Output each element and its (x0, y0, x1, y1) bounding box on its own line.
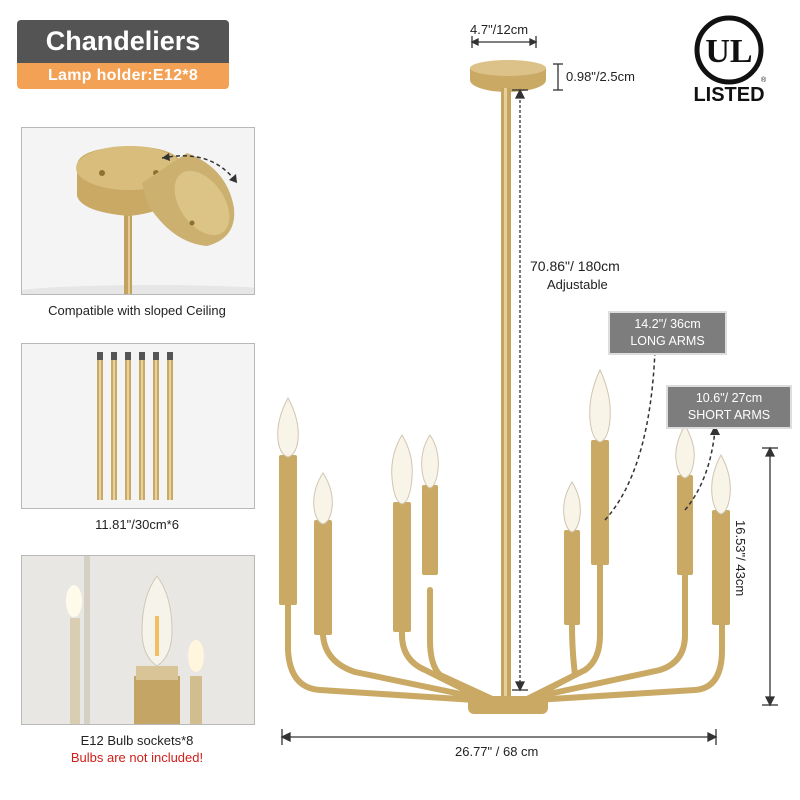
bulb-sockets-image (22, 556, 254, 724)
height-label: 16.53"/ 43cm (733, 520, 748, 597)
sloped-ceiling-caption: Compatible with sloped Ceiling (48, 303, 226, 318)
long-arms-size: 14.2"/ 36cm (634, 317, 701, 331)
long-arms-tag: 14.2"/ 36cm LONG ARMS (608, 311, 727, 355)
bulbs-not-included-warning: Bulbs are not included! (70, 750, 204, 765)
extension-rods-caption: 11.81"/30cm*6 (95, 517, 179, 532)
rod-adjustable-note: Adjustable (547, 277, 608, 292)
canopy-width-label: 4.7"/12cm (470, 22, 529, 37)
long-arm-pointer (604, 349, 656, 521)
long-arms-label: LONG ARMS (630, 334, 705, 348)
short-arms-tag: 10.6"/ 27cm SHORT ARMS (666, 385, 792, 429)
ul-listed-text: LISTED (693, 84, 765, 106)
canopy-height-label: 0.98"/2.5cm (566, 69, 635, 84)
chandelier-illustration (277, 60, 731, 714)
short-arms-label: SHORT ARMS (687, 408, 771, 422)
short-arms-size: 10.6"/ 27cm (695, 391, 763, 405)
short-arm-pointer (684, 429, 716, 511)
bulb-sockets-panel (21, 555, 255, 725)
extension-rods-image (22, 344, 254, 508)
sloped-ceiling-panel (21, 127, 255, 295)
ul-mark: UL (705, 33, 752, 70)
product-title: Chandeliers (17, 20, 229, 63)
lamp-holder-label: Lamp holder:E12*8 (17, 63, 229, 89)
extension-rods-panel (21, 343, 255, 509)
sloped-canopy-image (22, 128, 254, 294)
ul-listed-badge: UL ® LISTED (684, 12, 774, 107)
ul-circle-icon: UL ® (694, 15, 767, 85)
width-label: 26.77" / 68 cm (455, 744, 539, 759)
bulb-sockets-caption: E12 Bulb sockets*8 (80, 733, 194, 748)
svg-text:®: ® (761, 76, 767, 84)
rod-length-label: 70.86"/ 180cm (530, 258, 620, 274)
